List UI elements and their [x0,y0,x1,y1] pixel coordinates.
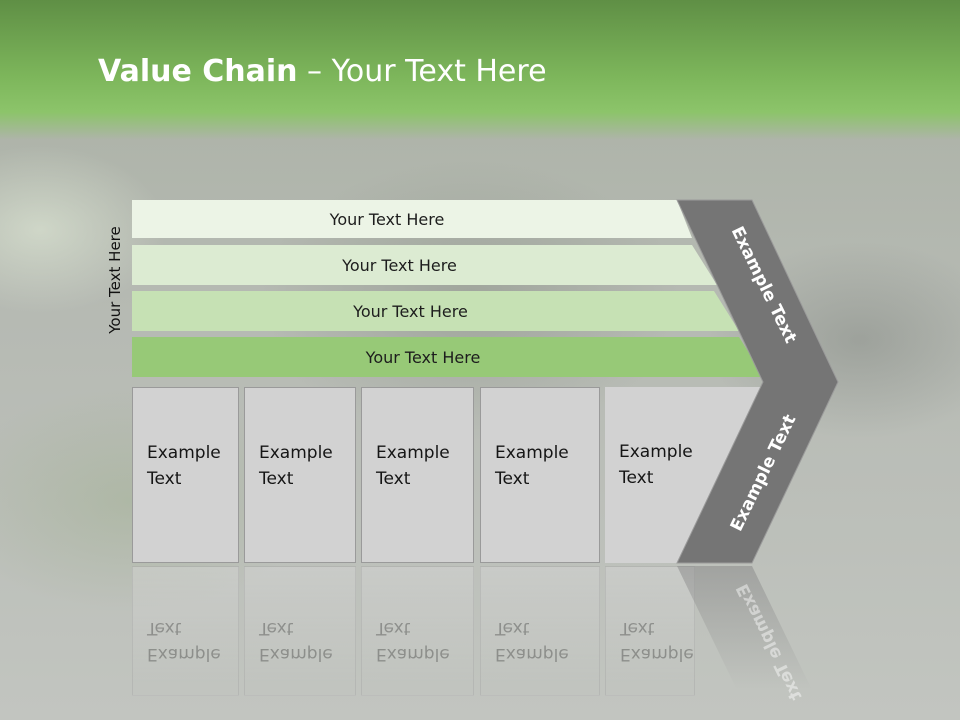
row-label: Your Text Here [353,301,468,321]
header-band [0,0,960,140]
side-label[interactable]: Your Text Here [100,207,130,352]
box-line2: Text [259,469,294,489]
reflection-text: Example Text [620,615,710,667]
row-label: Your Text Here [329,209,445,229]
reflection-line1: Example [259,644,333,664]
box-reflection-5: Example Text [605,566,695,696]
reflection-line1: Example [620,644,694,664]
reflection-line2: Text [495,618,530,638]
value-row-1[interactable]: Your Text Here [132,200,692,238]
reflection-line1: Example [495,644,569,664]
reflection-line2: Text [376,618,411,638]
row-label: Your Text Here [342,255,457,275]
box-line1: Example [619,442,693,462]
reflection-text: Example Text [147,615,237,667]
box-line1: Example [259,443,333,463]
box-line2: Text [147,469,182,489]
box-line1: Example [376,443,450,463]
row-label: Your Text Here [365,347,481,367]
reflection-line1: Example [376,644,450,664]
value-row-4[interactable]: Your Text Here [132,337,764,377]
reflection-line1: Example [147,644,221,664]
box-line2: Text [619,468,654,488]
reflection-line2: Text [259,618,294,638]
box-reflection-2: Example Text [244,566,356,696]
side-label-text: Your Text Here [106,225,124,334]
box-reflection-1: Example Text [132,566,239,696]
box-line1: Example [147,443,221,463]
title-bold: Value Chain [98,54,298,89]
reflection-line2: Text [620,618,655,638]
value-row-2[interactable]: Your Text Here [132,245,717,285]
slide-title[interactable]: Value Chain – Your Text Here [98,54,547,89]
reflection-text: Example Text [376,615,466,667]
box-line2: Text [495,469,530,489]
reflection-line2: Text [147,618,182,638]
box-line1: Example [495,443,569,463]
value-row-3[interactable]: Your Text Here [132,291,739,331]
box-line2: Text [376,469,411,489]
box-reflection-4: Example Text [480,566,600,696]
reflection-text: Example Text [259,615,349,667]
box-reflection-3: Example Text [361,566,474,696]
reflection-text: Example Text [495,615,585,667]
title-rest: – Your Text Here [297,54,547,89]
